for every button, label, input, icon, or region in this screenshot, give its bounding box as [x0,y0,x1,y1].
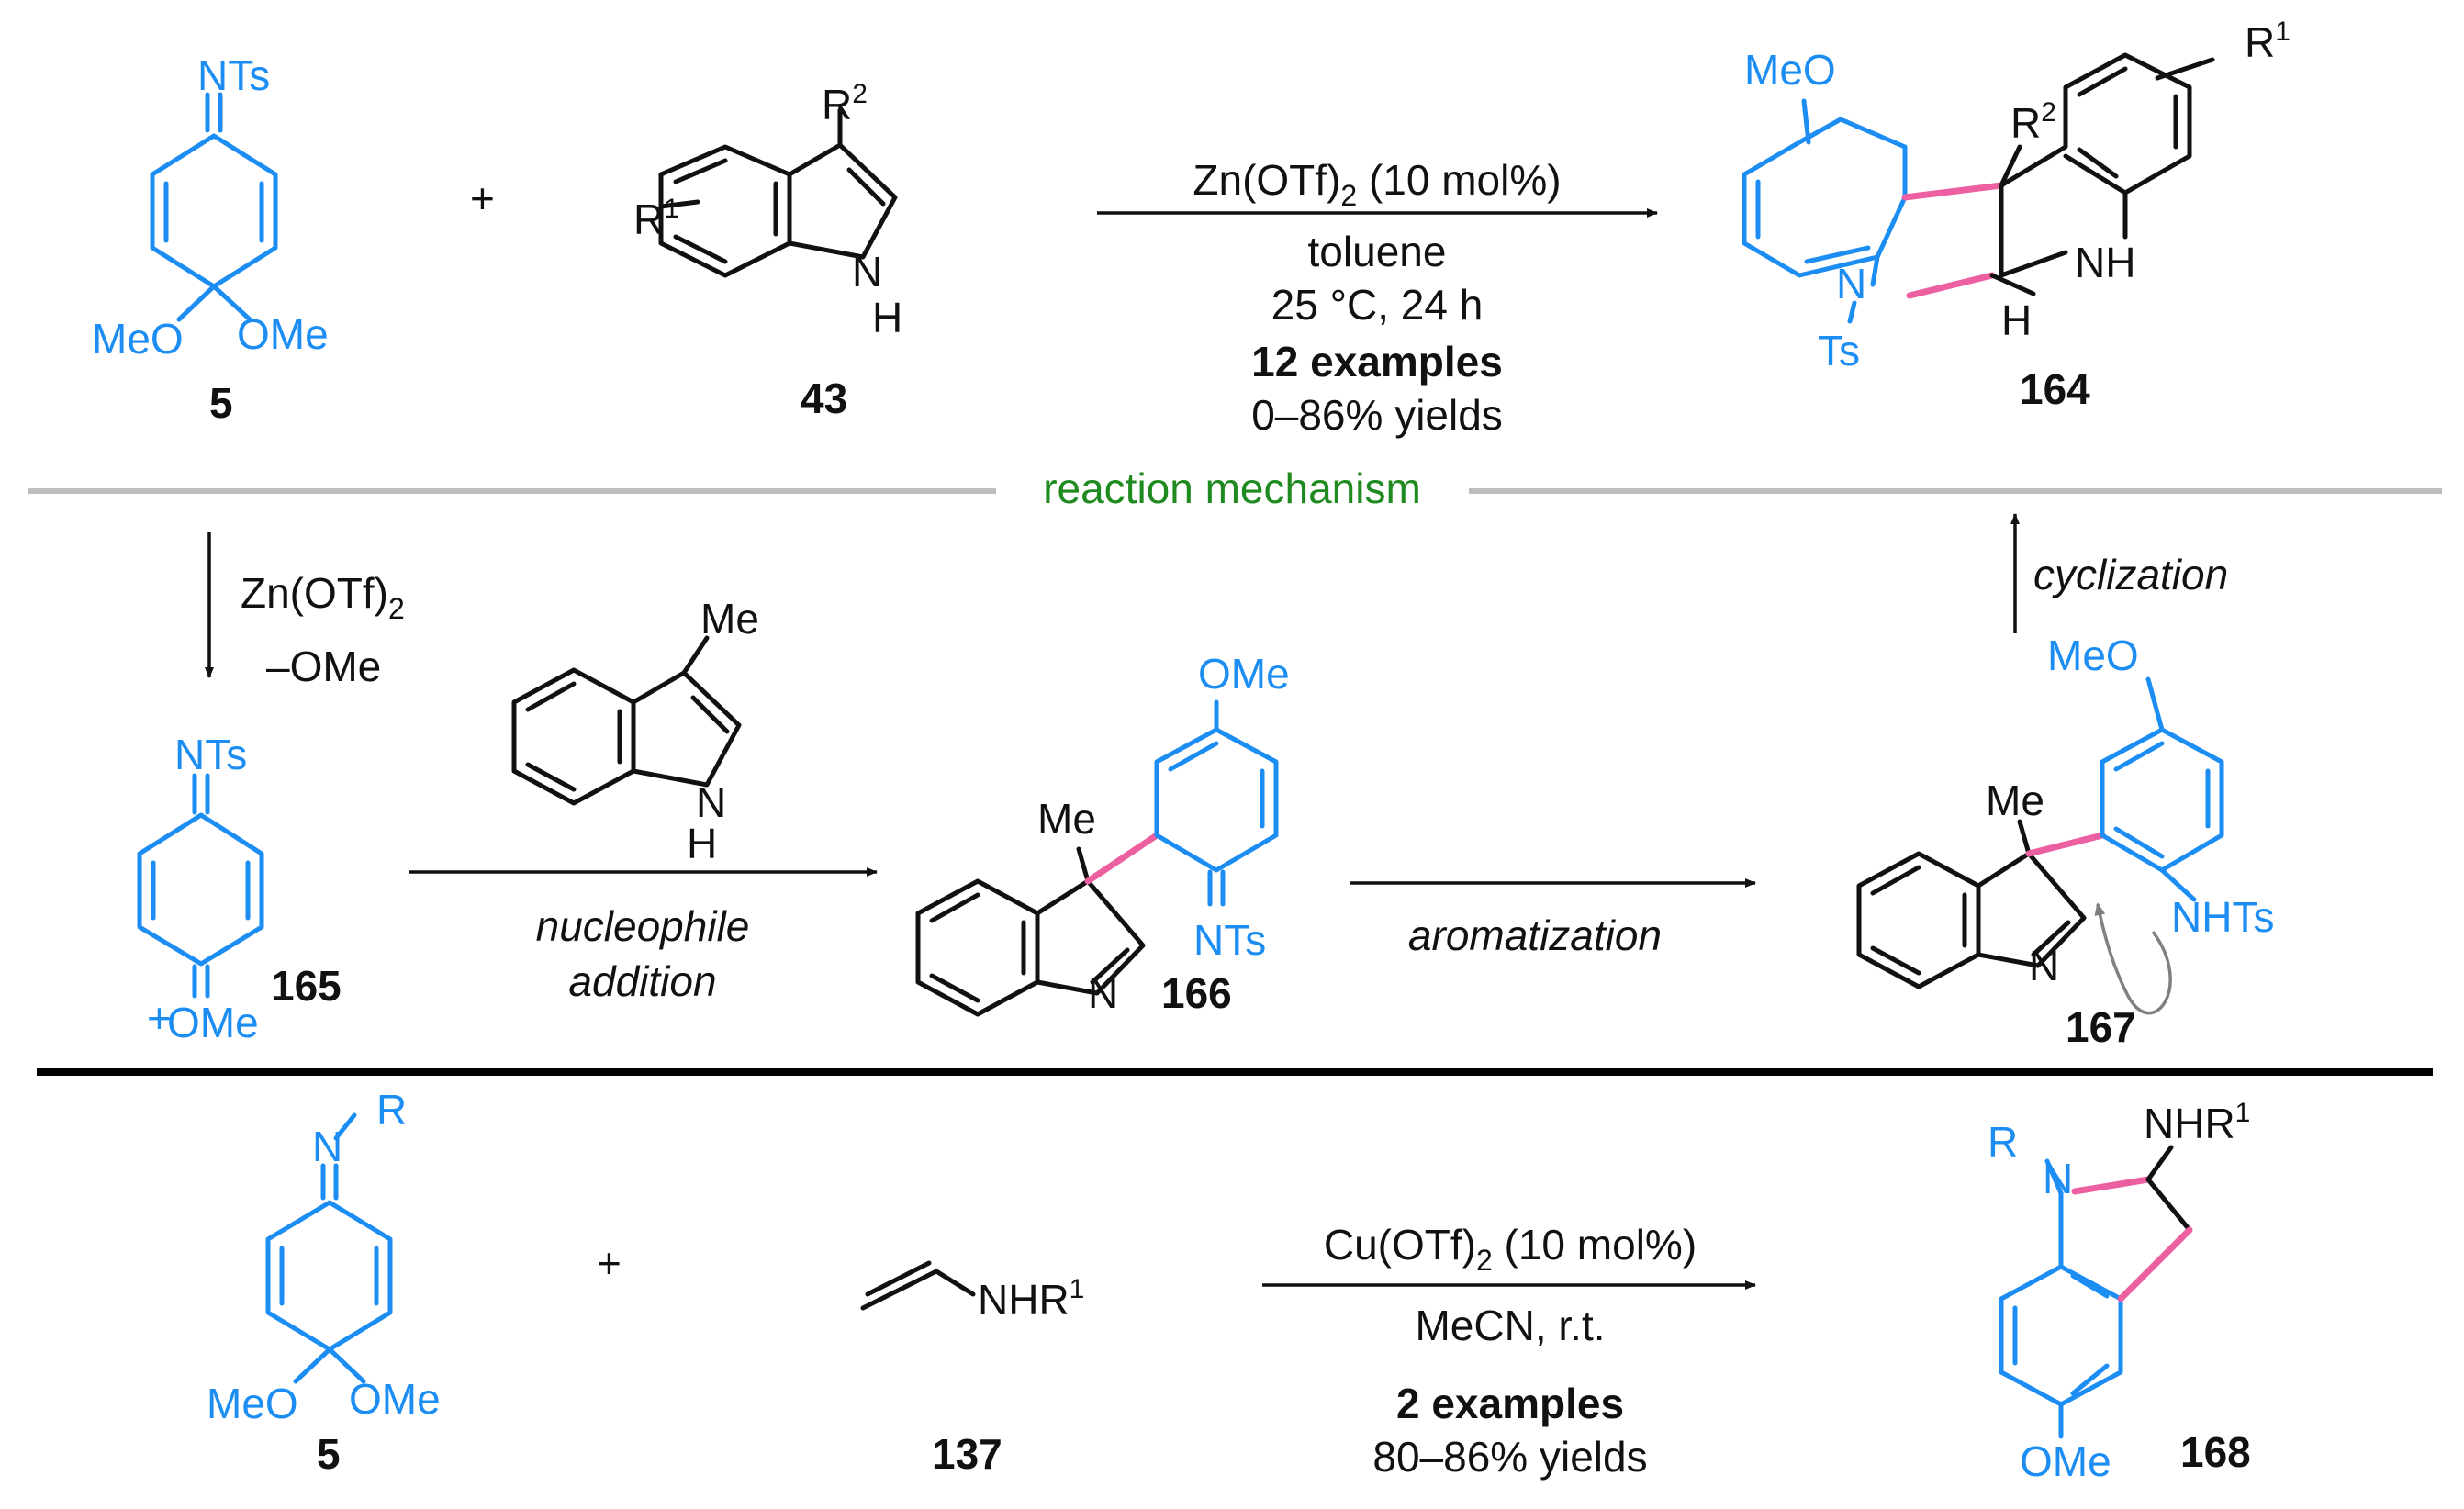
nts-label: NTs [1193,916,1266,964]
nh-label: NH [2075,239,2135,286]
compound-number-165: 165 [271,962,342,1010]
h-label: H [2001,296,2032,344]
compound-number-5-bottom: 5 [317,1430,341,1478]
compound-number-167: 167 [2066,1003,2136,1051]
charge-label: + [147,994,172,1042]
compound-number-164: 164 [2020,365,2090,413]
compound-168: R N NHR1 OMe 168 [1988,1098,2251,1485]
compound-137: NHR1 137 [860,1260,1084,1478]
methylindole-reagent: Me N H [511,595,759,867]
compound-number-168: 168 [2180,1428,2251,1476]
yields-bottom: 80–86% yields [1372,1433,1647,1481]
compound-number-166: 166 [1161,969,1232,1017]
ome-label: OMe [167,999,259,1046]
r1-label: R1 [2245,17,2290,66]
n-label: N [1836,260,1866,307]
r-label: R [376,1086,407,1134]
ome-label: OMe [237,310,329,358]
meo-label: MeO [92,315,184,363]
compound-166: Me N OMe NTs 166 [915,650,1290,1017]
nts-label: NTs [174,731,247,778]
plus-sign-bottom: + [597,1239,622,1287]
nts-label: NTs [197,51,270,99]
r1-label: R1 [633,194,679,243]
compound-number-5: 5 [209,379,233,427]
nhr-label: NHR1 [2144,1098,2250,1147]
plus-sign: + [470,174,495,222]
me-label: Me [1986,777,2044,824]
compound-number-43: 43 [801,374,847,422]
solvent-mecn: MeCN, r.t. [1415,1302,1605,1349]
n-label: N [312,1123,342,1170]
reagent-zn: Zn(OTf)2 [241,569,405,625]
nucleophile-label: nucleophile [536,902,750,950]
compound-165: NTs + OMe 165 [137,731,342,1046]
indole-h: H [872,294,902,341]
ome-label: OMe [2020,1437,2111,1485]
me-label: Me [1037,795,1096,843]
me-label: Me [700,595,759,643]
meo-label: MeO [1744,46,1836,94]
compound-5-top: NTs MeO OMe 5 [92,51,329,427]
meo-label: MeO [2047,632,2139,679]
n-label: N [2043,1155,2073,1202]
n-label: N [2029,942,2059,989]
h-label: H [687,820,717,867]
n-label: N [1088,969,1118,1017]
n-label: N [696,778,726,826]
nhts-label: NHTs [2171,893,2274,941]
examples-12: 12 examples [1251,338,1503,386]
nhr-label: NHR1 [978,1274,1084,1324]
compound-5-bottom: N R MeO OMe 5 [207,1086,441,1478]
r2-label: R2 [2010,97,2056,147]
solvent-toluene: toluene [1308,228,1447,275]
indole-n: N [852,248,882,296]
temp-time: 25 °C, 24 h [1271,281,1484,329]
cyclization-label: cyclization [2033,551,2228,598]
ome-label: OMe [1198,650,1290,698]
compound-43: R1 R2 N H 43 [633,79,902,422]
leaving-ome: –OMe [266,643,381,690]
yields-top: 0–86% yields [1251,391,1503,439]
compound-164: MeO R1 R2 NH N Ts H 164 [1742,17,2290,413]
r-label: R [1988,1118,2018,1166]
compound-number-137: 137 [932,1430,1002,1478]
ome-label: OMe [349,1375,441,1423]
examples-2: 2 examples [1396,1380,1624,1427]
addition-label: addition [568,957,716,1005]
compound-167: Me N MeO NHTs 167 [1856,632,2274,1051]
catalyst-cu: Cu(OTf)2 (10 mol%) [1324,1221,1697,1277]
meo-label: MeO [207,1380,298,1427]
aromatization-label: aromatization [1408,911,1662,959]
mechanism-label: reaction mechanism [1043,464,1421,512]
ts-label: Ts [1818,327,1860,374]
r2-label: R2 [822,79,868,129]
catalyst-zn: Zn(OTf)2 (10 mol%) [1193,156,1561,212]
